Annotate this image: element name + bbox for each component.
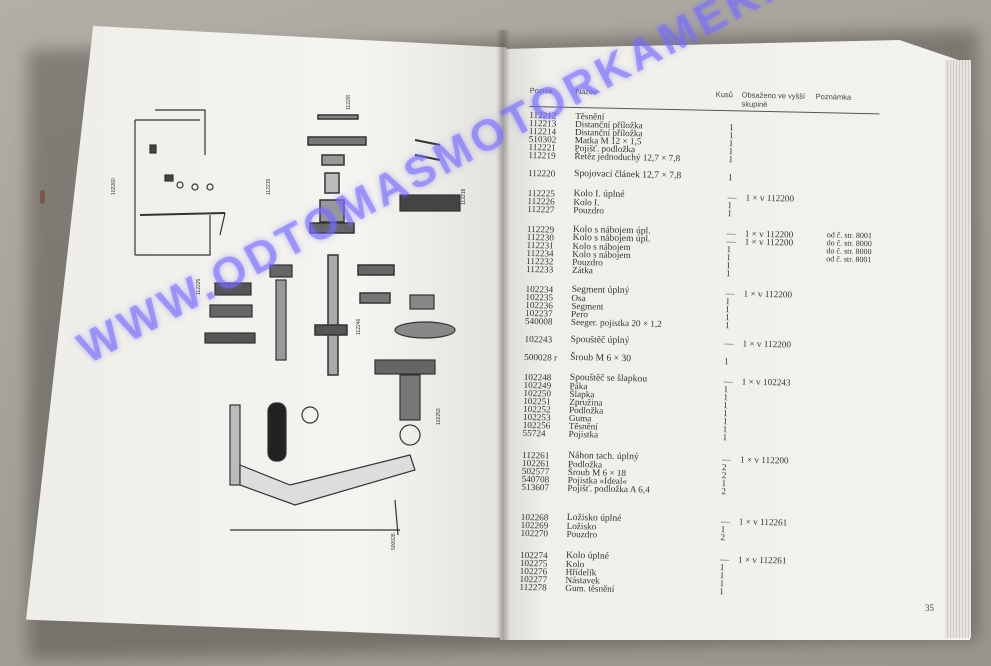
exploded-parts-diagram: 102260 112209 112215 112218 112225 11224… [110,93,490,575]
part-name: Šroub M 6 × 30 [570,351,632,365]
table-row: 112220 Spojovací článek 12,7 × 7,8 1 [528,168,928,186]
right-page [500,40,970,640]
part-position: 112227 [527,203,555,215]
parts-list: Pozice Název Kusů Obsaženo ve vyšší skup… [519,80,930,618]
book-gutter [496,30,510,640]
part-position: 513607 [521,481,550,493]
part-quantity: 1 [724,320,730,331]
header-quantity: Kusů [715,89,733,100]
svg-text:112218: 112218 [461,188,467,205]
part-name: Zátka [571,264,594,276]
part-position: 112219 [528,149,556,161]
table-row: 102243 Spouštěč úplný — 1 × v 112200 [524,334,924,352]
part-position: 540008 [524,315,553,327]
svg-text:112209: 112209 [346,95,352,110]
svg-text:102253: 102253 [436,408,442,425]
part-quantity: 1 [727,172,733,183]
part-included: 1 × v 112200 [742,338,792,350]
part-quantity: 2 [721,486,727,497]
part-position: 55724 [522,427,546,439]
part-quantity: 1 [719,586,725,597]
svg-text:500028: 500028 [391,533,397,550]
part-position: 102270 [520,527,549,539]
svg-text:112215: 112215 [266,178,272,195]
part-quantity: 1 [728,154,734,165]
svg-text:112225: 112225 [196,278,202,295]
page-number: 35 [925,603,934,613]
part-name: Pojišť. podložka A 6,4 [567,482,650,495]
header-note: Poznámka [815,91,852,102]
part-quantity: 1 [722,432,728,443]
diagram-bracket [134,109,211,256]
part-name: Spojovací článek 12,7 × 7,8 [573,167,682,182]
page-edges [945,60,971,638]
diagram-svg: 102260 112209 112215 112218 112225 11224… [111,93,467,550]
part-name: Pouzdro [566,528,598,540]
part-quantity: 1 [724,356,729,367]
part-quantity: 1 [727,208,732,219]
part-position: 112233 [525,263,554,275]
part-quantity: — [724,338,734,349]
table-row: 500028 r Šroub M 6 × 30 1 [524,352,924,370]
part-name: Pojistka [568,428,599,440]
part-quantity: 1 [725,268,731,279]
part-name: Pouzdro [573,204,605,216]
part-position: 102243 [524,333,553,345]
table-stain [40,190,45,204]
part-name: Gum. těsnění [565,582,615,594]
part-name: Seeger. pojistka 20 × 1,2 [570,316,662,329]
part-name: Řetěz jednoduchý 12,7 × 7,8 [574,150,681,164]
svg-text:112246: 112246 [356,318,362,335]
part-quantity: 2 [720,532,726,543]
part-name: Spouštěč úplný [570,333,630,347]
svg-text:102260: 102260 [111,178,117,195]
part-position: 112220 [527,167,556,179]
part-position: 500028 r [524,351,558,363]
part-position: 112278 [519,581,547,593]
header-included: Obsaženo ve vyšší skupině [741,90,806,109]
